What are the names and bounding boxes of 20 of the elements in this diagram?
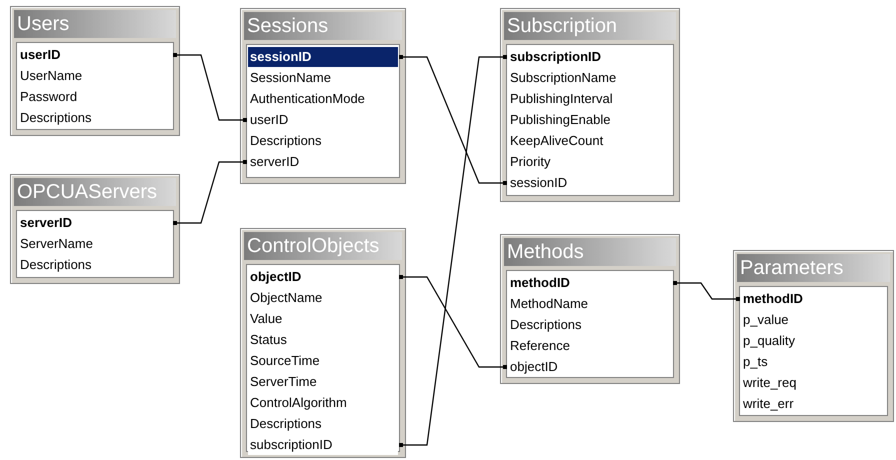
table-title: Users — [17, 13, 70, 35]
database-table — [10, 174, 180, 284]
table-title: Methods — [507, 241, 584, 263]
relationship-line — [173, 160, 247, 225]
table-title: Sessions — [247, 15, 328, 37]
table-title: ControlObjects — [247, 235, 380, 257]
database-table — [240, 8, 406, 184]
table-title: Parameters — [740, 257, 844, 279]
relationship-line — [673, 281, 740, 301]
database-table — [500, 8, 680, 202]
relationship-line — [399, 275, 507, 369]
table-title: OPCUAServers — [17, 181, 158, 203]
relationship-line — [399, 55, 507, 447]
database-table — [240, 228, 406, 458]
relationship-line — [173, 53, 247, 122]
database-table — [733, 250, 894, 422]
database-table — [500, 234, 680, 384]
database-table — [10, 6, 180, 136]
relationship-line — [399, 55, 507, 185]
table-title: Subscription — [507, 15, 618, 37]
